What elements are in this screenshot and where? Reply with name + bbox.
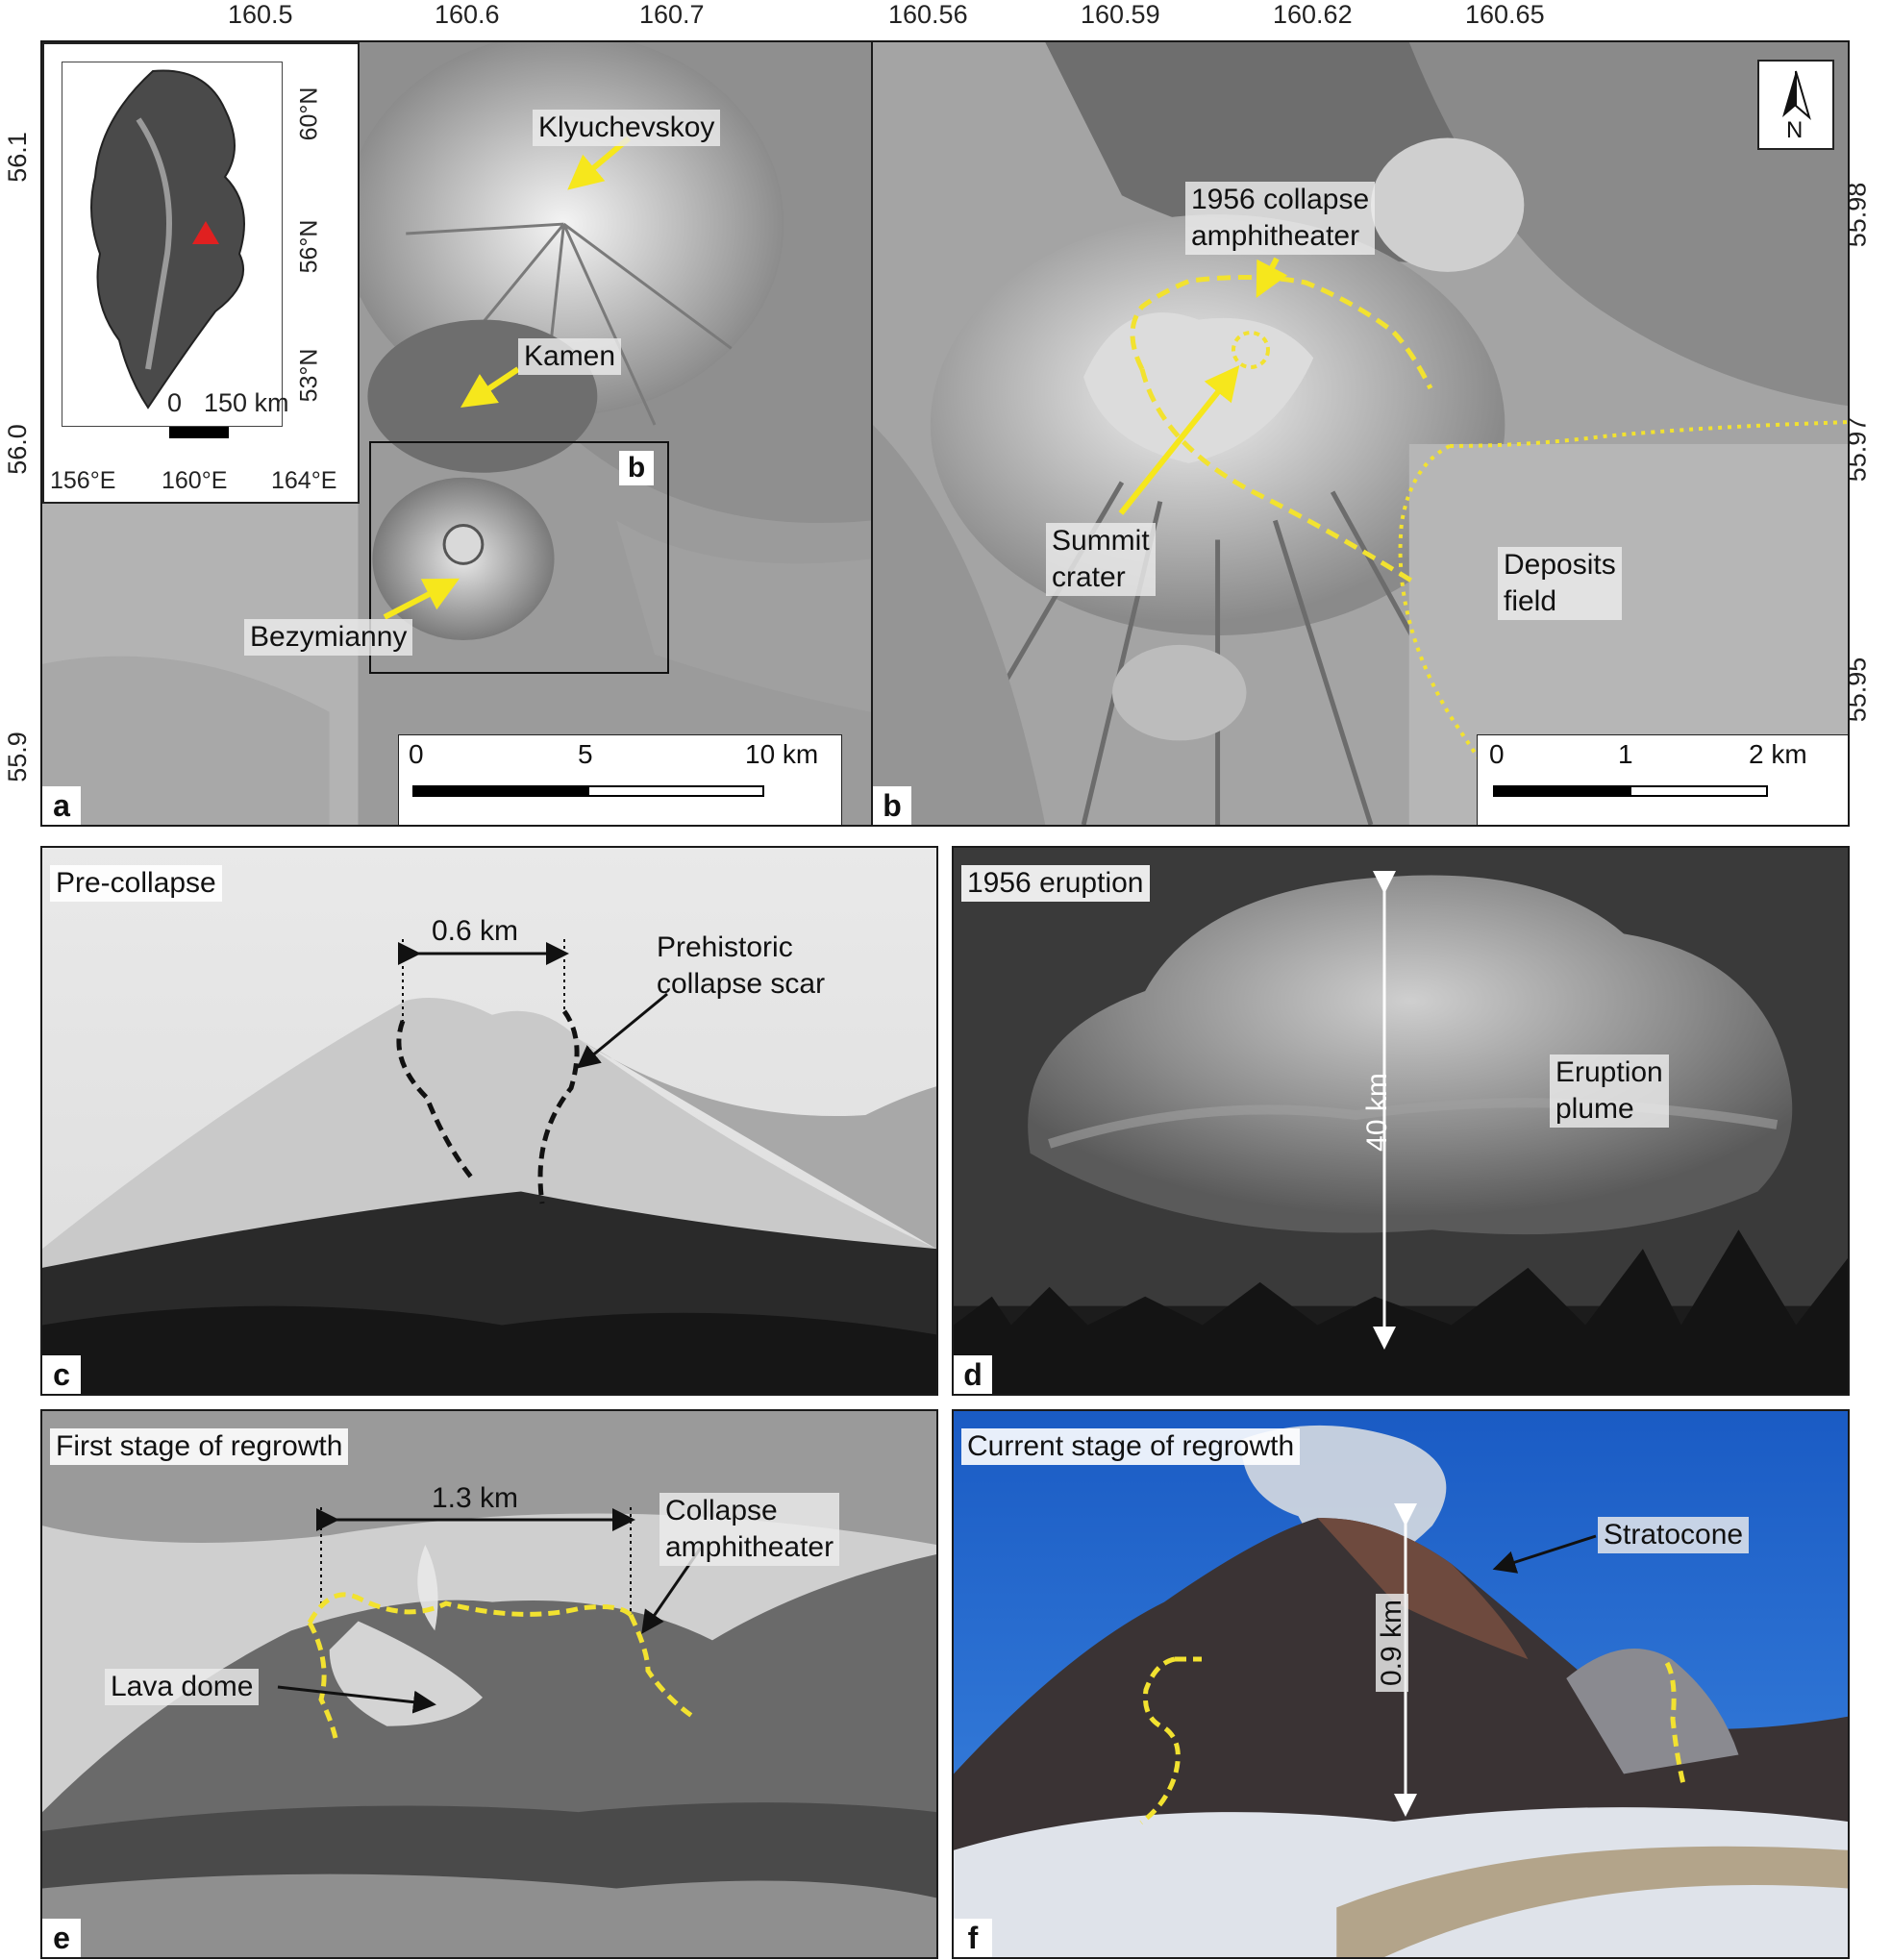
amphitheater-east-wall — [628, 1613, 698, 1722]
collapse-amphitheater-label: Collapse amphitheater — [659, 1493, 840, 1566]
scale-tick-0: 0 — [1489, 739, 1505, 769]
panel-b-outlines — [1118, 257, 1848, 775]
amphitheater-east-wall — [1664, 1661, 1687, 1789]
panel-b-top-tick: 160.56 — [888, 0, 968, 29]
deposits-field-boundary — [1398, 444, 1490, 775]
panel-d-dimension: 40 km — [1360, 1073, 1393, 1152]
panel-a-top-tick: 160.7 — [639, 0, 705, 29]
prehistoric-scar-outline-right — [537, 1009, 580, 1204]
panel-b-top-tick: 160.59 — [1081, 0, 1160, 29]
panel-a-top-tick: 160.5 — [228, 0, 293, 29]
panel-a-letter: a — [42, 786, 81, 825]
scale-tick-1: 1 — [1618, 739, 1633, 769]
prehistoric-scar-label: Prehistoric collapse scar — [657, 931, 826, 1000]
summit-crater-label: Summit crater — [1046, 523, 1156, 596]
kamchatka-outline — [62, 62, 283, 427]
collapse-amphitheater-outline — [307, 1592, 633, 1625]
inset-lon-tick: 164°E — [271, 467, 337, 494]
panel-c-dimension: 0.6 km — [432, 915, 519, 947]
inset-scale-end: 150 km — [204, 388, 289, 417]
north-arrow-icon — [1782, 70, 1811, 120]
panel-f-dimension: 0.9 km — [1376, 1593, 1409, 1693]
panel-b-letter: b — [873, 786, 911, 825]
panel-d-title: 1956 eruption — [961, 865, 1150, 902]
amphitheater-west-wall — [307, 1621, 338, 1739]
panel-c-photo: Pre-collapse 0.6 km Prehistoric collapse… — [40, 846, 938, 1396]
inset-scale-bar — [169, 427, 229, 438]
inset-lon-tick: 156°E — [50, 467, 116, 494]
amphitheater-west-wall — [1139, 1656, 1181, 1825]
panel-f-photo: Current stage of regrowth 0.9 km Stratoc… — [952, 1409, 1850, 1959]
panel-a-arrows — [383, 136, 631, 620]
panel-b-map: N 1956 collapse amphitheater Summit crat… — [871, 40, 1850, 827]
pre-collapse-photo — [42, 848, 936, 1394]
panel-e-dimension: 1.3 km — [432, 1482, 519, 1514]
panel-f-letter: f — [954, 1919, 992, 1957]
scale-segment-black — [412, 785, 589, 797]
amphitheater-south-rim — [1139, 368, 1413, 583]
panel-b-scale-bar: 0 1 2 km — [1477, 734, 1848, 825]
bezymianny-label: Bezymianny — [244, 619, 413, 656]
panel-b-top-tick: 160.62 — [1273, 0, 1353, 29]
panel-d-letter: d — [954, 1355, 992, 1394]
inset-lon-tick: 160°E — [162, 467, 228, 494]
scale-tick-0: 0 — [409, 739, 424, 769]
klyuchevskoy-label: Klyuchevskoy — [533, 110, 721, 146]
panel-c-title: Pre-collapse — [50, 865, 222, 902]
summit-crater-outline — [1232, 331, 1270, 369]
collapse-amphitheater-label: 1956 collapse amphitheater — [1185, 182, 1376, 255]
scale-tick-2: 10 km — [745, 739, 819, 769]
panel-a-scale-bar: 0 5 10 km — [398, 734, 842, 825]
scale-segment-white — [1630, 785, 1768, 797]
bezymianny-marker-icon — [192, 221, 219, 244]
study-area-box-label: b — [619, 451, 654, 485]
inset-scale-start: 0 — [167, 388, 183, 417]
scale-segment-white — [587, 785, 764, 797]
panel-e-title: First stage of regrowth — [50, 1428, 349, 1465]
panel-e-photo: First stage of regrowth 1.3 km Collapse … — [40, 1409, 938, 1959]
eruption-plume-label: Eruption plume — [1550, 1054, 1669, 1128]
eruption-photo — [954, 848, 1848, 1394]
scale-segment-black — [1493, 785, 1631, 797]
prehistoric-scar-outline-left — [396, 1020, 475, 1181]
panel-c-annotations — [396, 939, 668, 1204]
panel-a-top-tick: 160.6 — [435, 0, 500, 29]
kamen-label: Kamen — [518, 338, 622, 375]
panel-c-letter: c — [42, 1355, 81, 1394]
north-label: N — [1786, 117, 1804, 143]
lava-dome-label: Lava dome — [105, 1669, 260, 1705]
panel-a-map: 60°N 56°N 53°N 156°E 160°E 164°E 0 150 k… — [40, 40, 873, 827]
panel-d-photo: 1956 eruption 40 km Eruption plume d — [952, 846, 1850, 1396]
scale-tick-2: 2 km — [1749, 739, 1807, 769]
stratocone-label: Stratocone — [1598, 1517, 1750, 1553]
deposits-field-north-boundary — [1449, 420, 1848, 448]
study-area-box — [369, 441, 669, 674]
inset-map: 60°N 56°N 53°N 156°E 160°E 164°E 0 150 k… — [42, 42, 360, 504]
panel-f-title: Current stage of regrowth — [961, 1428, 1301, 1465]
panel-a-left-tick: 56.0 — [2, 424, 32, 475]
collapse-amphitheater-outline — [1130, 274, 1433, 390]
panel-e-letter: e — [42, 1919, 81, 1957]
panel-a-left-tick: 55.9 — [2, 732, 32, 782]
north-arrow: N — [1757, 60, 1834, 150]
panel-b-top-tick: 160.65 — [1465, 0, 1545, 29]
deposits-field-label: Deposits field — [1498, 547, 1622, 620]
panel-d-annotations — [1373, 871, 1396, 1350]
scale-tick-1: 5 — [578, 739, 593, 769]
panel-a-left-tick: 56.1 — [2, 132, 32, 183]
